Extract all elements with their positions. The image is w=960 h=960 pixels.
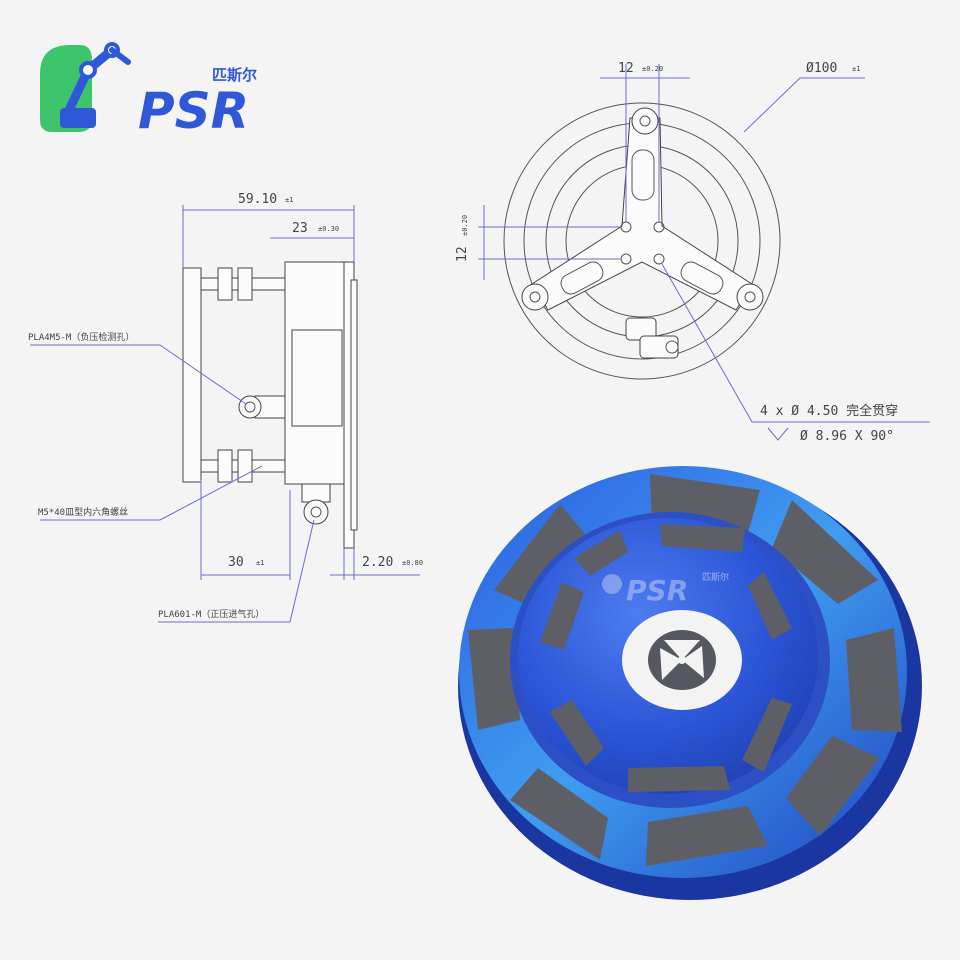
dim-depth-tol: ±0.30 [318, 225, 339, 233]
screw-bottom [200, 449, 286, 483]
dim-vertical-spacing: 12 [455, 246, 470, 262]
inner-slots [540, 524, 792, 792]
dim-hole-spacing-tol: ±0.20 [642, 65, 663, 73]
air-port-fitting [301, 483, 331, 525]
dim-hole-spacing: 12 [618, 61, 634, 76]
hole-spec-line2: Ø 8.96 X 90° [800, 429, 894, 444]
label-vacuum-port: PLA4M5-M（负压检测孔） [28, 331, 134, 343]
dim-vertical-spacing-tol: ±0.20 [461, 215, 469, 236]
brand-logo: PSR 匹斯尔 [40, 42, 257, 140]
dim-diameter-tol: ±1 [852, 65, 860, 73]
dim-base-width: 30 [228, 555, 244, 570]
outer-circle [503, 102, 781, 380]
base-plate [182, 267, 202, 483]
dim-total-width: 59.10 [238, 192, 277, 207]
brand-name-cn: 匹斯尔 [212, 66, 257, 84]
label-air-port: PLA601-M（正压进气孔） [158, 608, 264, 620]
top-view-drawing: 12 ±0.20 Ø100 ±1 12 ±0.20 4 x Ø 4.50 完全贯… [455, 61, 930, 444]
tri-arm-bracket [521, 107, 764, 311]
top-view-fitting [625, 317, 679, 359]
dim-diameter: Ø100 [806, 61, 837, 76]
product-render: PSR 匹斯尔 [458, 466, 922, 900]
dim-plate-thickness: 2.20 [362, 555, 393, 570]
suction-pad [350, 279, 358, 531]
brand-name: PSR [138, 82, 249, 140]
dim-total-width-tol: ±1 [285, 196, 293, 204]
label-screw: M5*40皿型内六角螺丝 [38, 506, 128, 518]
product-watermark-cn: 匹斯尔 [702, 571, 729, 583]
outer-pads [468, 474, 902, 866]
screw-top [200, 267, 286, 301]
vacuum-port-fitting [238, 395, 286, 419]
dim-base-width-tol: ±1 [256, 559, 264, 567]
product-watermark-text: PSR [626, 574, 688, 607]
center-valve [622, 610, 742, 710]
hole-spec-line1: 4 x Ø 4.50 完全贯穿 [760, 403, 898, 419]
side-view-drawing: 59.10 ±1 23 ±0.30 30 ±1 2.20 ±0.80 PLA4M… [28, 192, 423, 623]
robot-arm-icon [40, 42, 131, 132]
product-watermark: PSR 匹斯尔 [602, 571, 729, 607]
dim-plate-thickness-tol: ±0.80 [402, 559, 423, 567]
dim-depth: 23 [292, 221, 308, 236]
inner-housing [291, 329, 343, 427]
